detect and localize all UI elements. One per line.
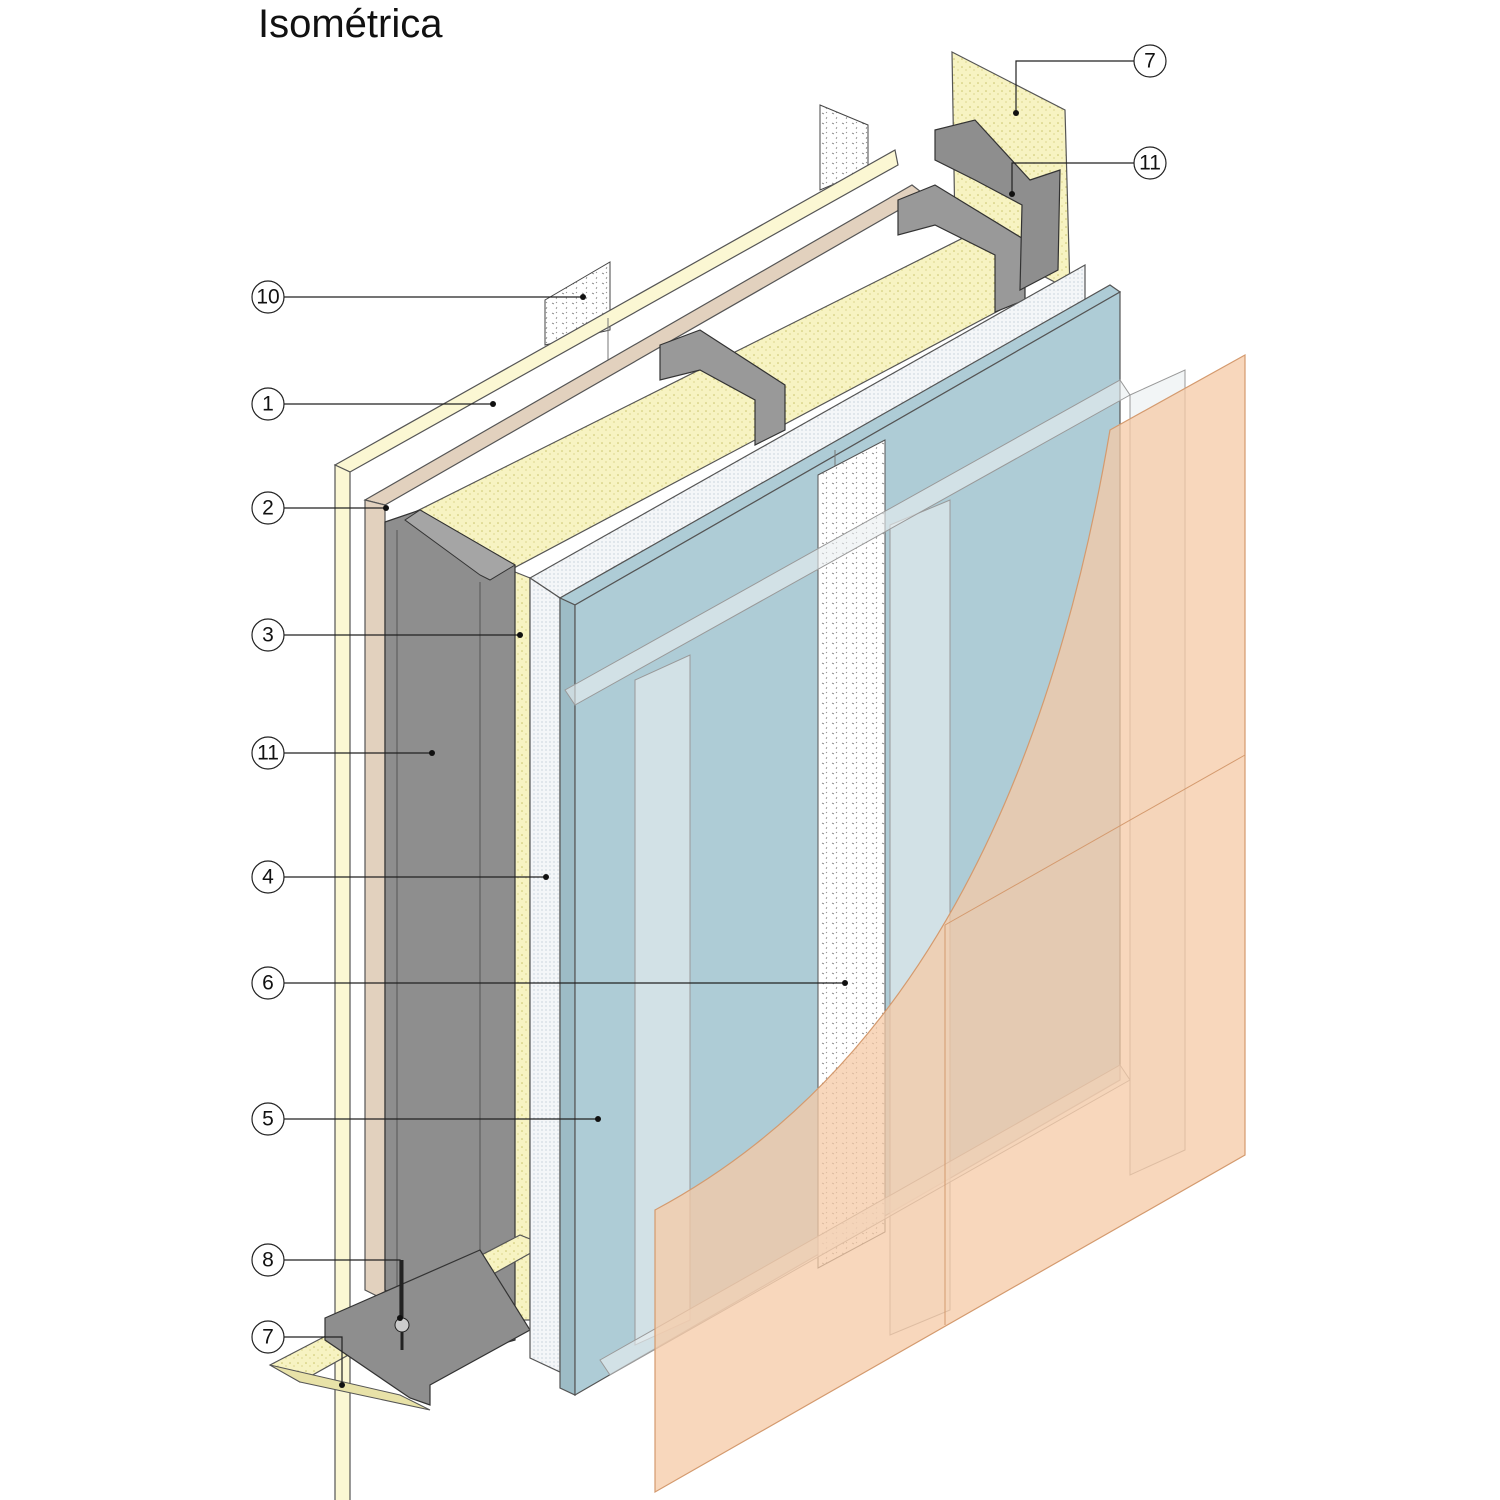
- callout-5: 5: [251, 1102, 285, 1136]
- stud-profiles-top: [659, 119, 1061, 446]
- drawing-title: Isométrica: [258, 2, 443, 46]
- layer-4: [528, 263, 1086, 1373]
- callout-label: 7: [262, 1326, 274, 1349]
- callout-3: 3: [251, 618, 285, 652]
- callout-dots: [339, 110, 1019, 1388]
- callout-2: 2: [251, 491, 285, 525]
- callout-label: 1: [262, 393, 274, 416]
- callout-label: 10: [256, 286, 279, 309]
- callout-label: 3: [262, 624, 274, 647]
- callout-label: 8: [262, 1249, 274, 1272]
- callout-label: 7: [1144, 50, 1156, 73]
- callout-10: 10: [251, 280, 285, 314]
- callout-label: 11: [257, 742, 279, 765]
- callout-label: 4: [262, 866, 274, 889]
- callout-label: 6: [262, 972, 274, 995]
- callout-label: 2: [262, 497, 274, 520]
- callout-4: 4: [251, 860, 285, 894]
- callout-11-right: 11: [1133, 146, 1167, 180]
- bottom-track: [268, 1234, 547, 1411]
- callout-7-right: 7: [1133, 44, 1167, 78]
- callout-label: 11: [1139, 152, 1161, 175]
- callout-1: 1: [251, 387, 285, 421]
- callout-6: 6: [251, 966, 285, 1000]
- cladding-panel: [654, 353, 1246, 1494]
- callout-7-left: 7: [251, 1320, 285, 1354]
- callout-11-left: 11: [251, 736, 285, 770]
- callout-label: 5: [262, 1108, 274, 1131]
- callout-8: 8: [251, 1243, 285, 1277]
- stud-11: [384, 509, 516, 1351]
- callout-leaders: [284, 60, 1134, 1385]
